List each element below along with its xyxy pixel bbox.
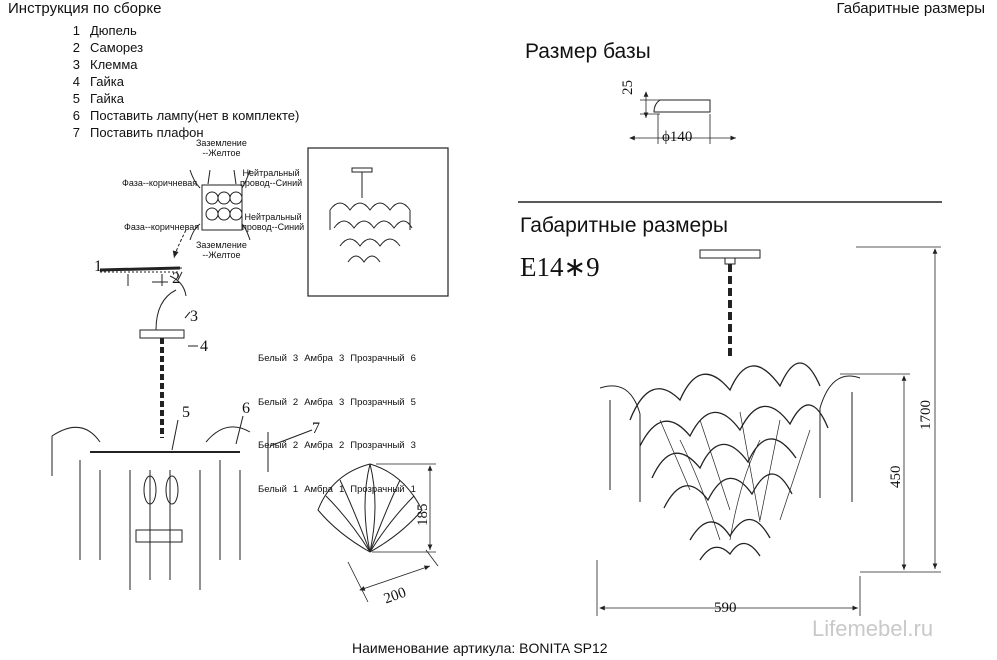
step-number: 6 — [72, 108, 80, 123]
dimension-chandelier-icon — [599, 249, 861, 561]
body-height-label: 450 — [888, 465, 904, 489]
article-name: Наименование артикула: BONITA SP12 — [352, 640, 608, 656]
base-size-title: Размер базы — [525, 40, 651, 63]
step-text: Саморез — [90, 40, 144, 55]
terminal-block-icon — [172, 169, 251, 259]
table-row: Белый 2 Амбра 3 Прозрачный 5 — [258, 396, 416, 411]
total-height-label: 1700 — [918, 400, 934, 430]
cell: Белый — [258, 440, 287, 451]
table-row: Белый 2 Амбра 2 Прозрачный 3 — [258, 439, 416, 454]
step-text: Гайка — [90, 74, 125, 89]
shade-height-label: 185 — [415, 503, 431, 527]
step-number: 3 — [72, 57, 80, 72]
lamp-count-label: E14∗9 — [520, 252, 600, 282]
callout-7: 7 — [312, 420, 320, 437]
dimensions-title: Габаритные размеры — [520, 214, 728, 237]
cell: 6 — [410, 353, 416, 364]
table-row: Белый 3 Амбра 3 Прозрачный 6 — [258, 352, 416, 367]
callout-4: 4 — [200, 338, 208, 355]
base-drawing — [629, 91, 736, 144]
cell: Амбра — [304, 440, 333, 451]
cell: Прозрачный — [350, 440, 405, 451]
shade-drawing-icon — [317, 463, 423, 553]
cell: 1 — [410, 483, 416, 495]
step-text: Поставить плафон — [90, 125, 204, 140]
cell: Белый — [258, 396, 287, 408]
step-text: Дюпель — [90, 23, 137, 38]
chandelier-preview-box — [307, 147, 449, 297]
cell: Прозрачный — [350, 353, 405, 364]
step-item: 6 Поставить лампу(нет в комплекте) — [70, 107, 300, 124]
step-number: 7 — [72, 125, 80, 140]
wiring-phase-bottom-label: Фаза--коричневая — [124, 222, 200, 232]
callout-3: 3 — [190, 308, 198, 325]
cell: 1 — [338, 483, 345, 495]
step-item: 5 Гайка — [70, 90, 299, 107]
wiring-ground-top-label: Заземление --Желтое — [196, 138, 247, 158]
base-height-label: 25 — [620, 80, 636, 95]
shade-dimension-lines — [347, 463, 439, 603]
cell: 1 — [292, 483, 299, 495]
cell: 3 — [410, 440, 416, 451]
cell: Белый — [258, 353, 287, 364]
wiring-phase-top-label: Фаза--коричневая — [122, 178, 198, 188]
cell: Амбра — [304, 353, 333, 364]
step-item: 4 Гайка — [70, 73, 299, 90]
width-label: 590 — [714, 600, 737, 616]
instructions-title: Инструкция по сборке — [8, 0, 162, 17]
step-text: Клемма — [90, 57, 138, 72]
callout-1: 1 — [94, 258, 102, 275]
table-row: Белый 1 Амбра 1 Прозрачный 1 — [258, 483, 416, 498]
wiring-ground-bottom-label: Заземление --Желтое — [196, 240, 247, 260]
step-number: 1 — [72, 23, 80, 38]
preview-chandelier-icon — [329, 167, 413, 263]
cell: Прозрачный — [350, 396, 405, 408]
cell: Белый — [258, 483, 287, 495]
cell: 5 — [410, 396, 416, 408]
callout-2: 2 — [172, 270, 180, 287]
base-diameter-label: ϕ140 — [662, 129, 693, 145]
step-item: 2 Саморез — [70, 39, 299, 56]
cell: 3 — [338, 396, 345, 408]
step-number: 2 — [72, 40, 80, 55]
watermark: Lifemebel.ru — [812, 616, 934, 641]
step-text: Гайка — [90, 91, 125, 106]
callout-6: 6 — [242, 400, 250, 417]
step-item: 7 Поставить плафон — [70, 124, 299, 141]
step-number: 5 — [72, 91, 80, 106]
cell: Прозрачный — [350, 483, 405, 495]
assembly-drawing — [51, 266, 269, 590]
dimensions-header-title: Габаритные размеры — [836, 0, 985, 17]
step-number: 4 — [72, 74, 80, 89]
callout-lines — [103, 267, 313, 451]
cell: Амбра — [304, 396, 333, 408]
cell: Амбра — [304, 483, 333, 495]
cell: 3 — [292, 353, 299, 364]
cell: 2 — [292, 440, 299, 451]
step-item: 1 Дюпель — [70, 22, 299, 39]
callout-5: 5 — [182, 404, 190, 421]
cell: 3 — [338, 353, 345, 364]
cell: 2 — [338, 440, 345, 451]
step-text: Поставить лампу(нет в комплекте) — [90, 108, 300, 123]
dimension-lines — [596, 246, 941, 616]
wiring-neutral-top-label: Нейтральный провод--Синий — [240, 168, 303, 188]
step-item: 3 Клемма — [70, 56, 299, 73]
cell: 2 — [292, 396, 299, 408]
wiring-neutral-bottom-label: Нейтральный провод--Синий — [242, 212, 305, 232]
